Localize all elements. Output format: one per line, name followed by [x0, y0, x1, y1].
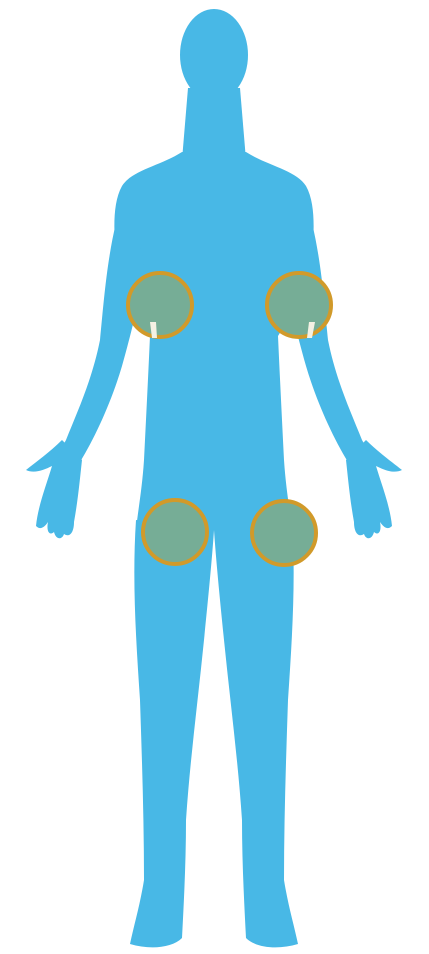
upper-arm-left-marker-circle — [128, 273, 192, 337]
upper-arm-right-marker-circle — [267, 273, 331, 337]
right-leg — [214, 520, 298, 947]
thigh-left-marker-circle — [143, 500, 207, 564]
body-silhouette — [26, 9, 402, 947]
thigh-right-marker[interactable] — [252, 501, 316, 565]
left-leg — [130, 520, 214, 947]
thigh-left-marker[interactable] — [143, 500, 207, 564]
neck — [182, 88, 246, 160]
head — [180, 9, 248, 101]
left-arm — [56, 196, 144, 462]
torso — [114, 152, 313, 530]
thigh-right-marker-circle — [252, 501, 316, 565]
left-hand — [26, 440, 82, 538]
upper-arm-left-marker[interactable] — [128, 273, 192, 338]
right-hand — [346, 440, 402, 538]
upper-arm-right-marker[interactable] — [267, 273, 331, 338]
